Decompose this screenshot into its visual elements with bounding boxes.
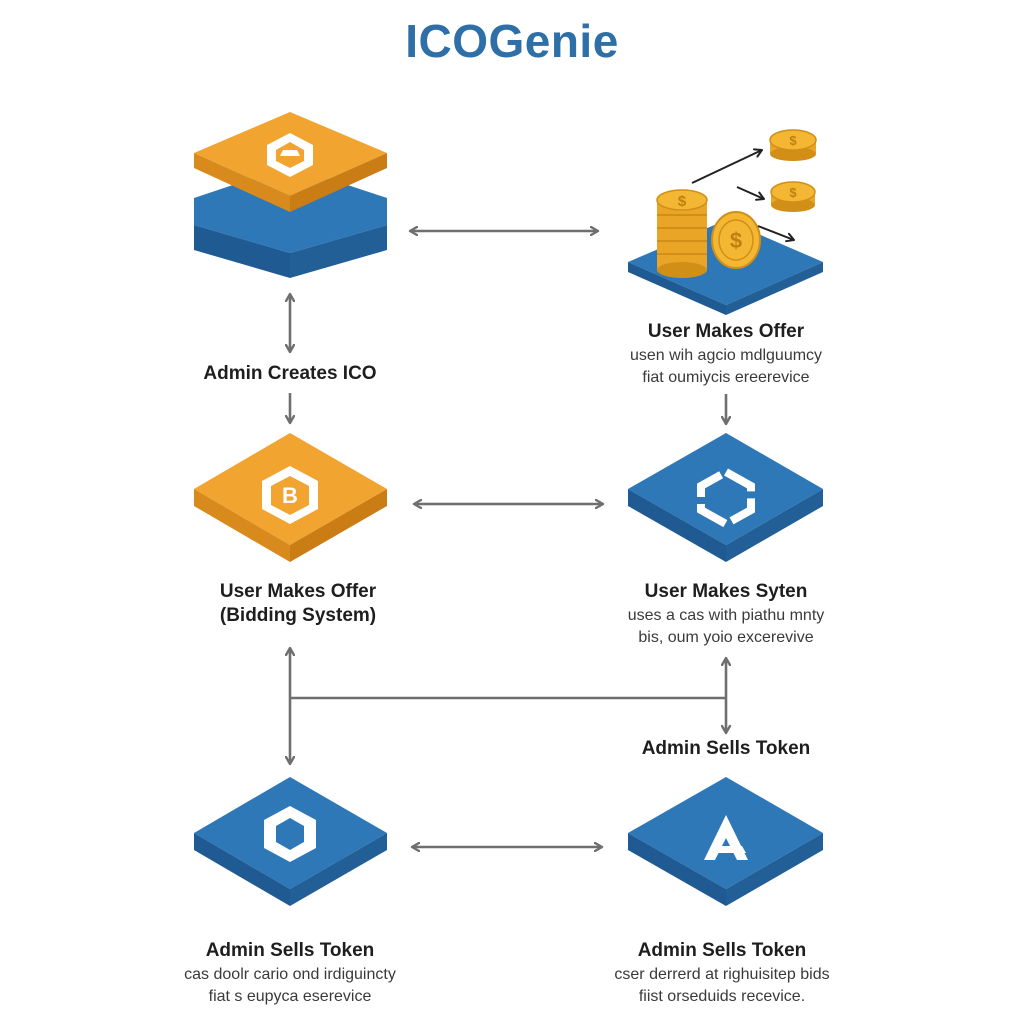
node-user-makes-offer-bidding: B xyxy=(194,433,387,562)
connectors xyxy=(290,231,726,847)
coins-icon: $ $ $ $ xyxy=(656,129,817,278)
node-user-makes-syten xyxy=(628,433,823,562)
node-label-user-makes-syten: User Makes Syten xyxy=(644,581,808,602)
svg-text:$: $ xyxy=(789,185,797,200)
hexagon-ring-icon xyxy=(697,467,755,529)
label-admin-sells-token-mid: Admin Sells Token xyxy=(641,738,811,759)
node-label-user-makes-offer: User Makes Offer xyxy=(647,321,805,342)
node-desc-user-makes-syten-1: uses a cas with piathu mnty xyxy=(627,607,825,624)
node-desc-user-makes-offer-2: fiat oumiycis ereerevice xyxy=(642,369,810,386)
node-desc-user-makes-offer-1: usen wih agcio mdlguumcy xyxy=(629,347,823,364)
node-desc-admin-sells-token-right-2: fiist orseduids recevice. xyxy=(638,988,806,1005)
bitcoin-hexagon-icon: B xyxy=(262,466,318,524)
svg-text:B: B xyxy=(282,483,298,508)
node-label-bidding-system: (Bidding System) xyxy=(219,605,377,626)
svg-text:$: $ xyxy=(730,228,742,253)
page-title: ICOGenie xyxy=(405,15,619,67)
svg-text:$: $ xyxy=(789,133,797,148)
node-desc-user-makes-syten-2: bis, oum yoio excerevive xyxy=(638,629,814,646)
node-label-admin-sells-token-right: Admin Sells Token xyxy=(637,940,807,961)
hexagon-chip-icon xyxy=(267,133,313,177)
node-admin-sells-token-right xyxy=(628,777,823,906)
node-admin-creates-ico xyxy=(194,112,387,278)
svg-text:$: $ xyxy=(678,193,687,210)
node-desc-admin-sells-token-right-1: cser derrerd at righuisitep bids xyxy=(614,966,830,983)
node-label-admin-creates-ico: Admin Creates ICO xyxy=(203,363,377,384)
node-desc-admin-sells-token-left-1: cas doolr cario ond irdiguincty xyxy=(184,966,396,983)
node-user-makes-offer: $ $ $ $ xyxy=(628,129,823,315)
triangle-logo-icon xyxy=(704,815,748,860)
node-desc-admin-sells-token-left-2: fiat s eupyca eserevice xyxy=(208,988,372,1005)
node-label-admin-sells-token-left: Admin Sells Token xyxy=(205,940,375,961)
node-label-user-makes-offer-bidding: User Makes Offer xyxy=(219,581,377,602)
hexagon-ring-icon xyxy=(264,806,316,862)
node-admin-sells-token-left xyxy=(194,777,387,906)
